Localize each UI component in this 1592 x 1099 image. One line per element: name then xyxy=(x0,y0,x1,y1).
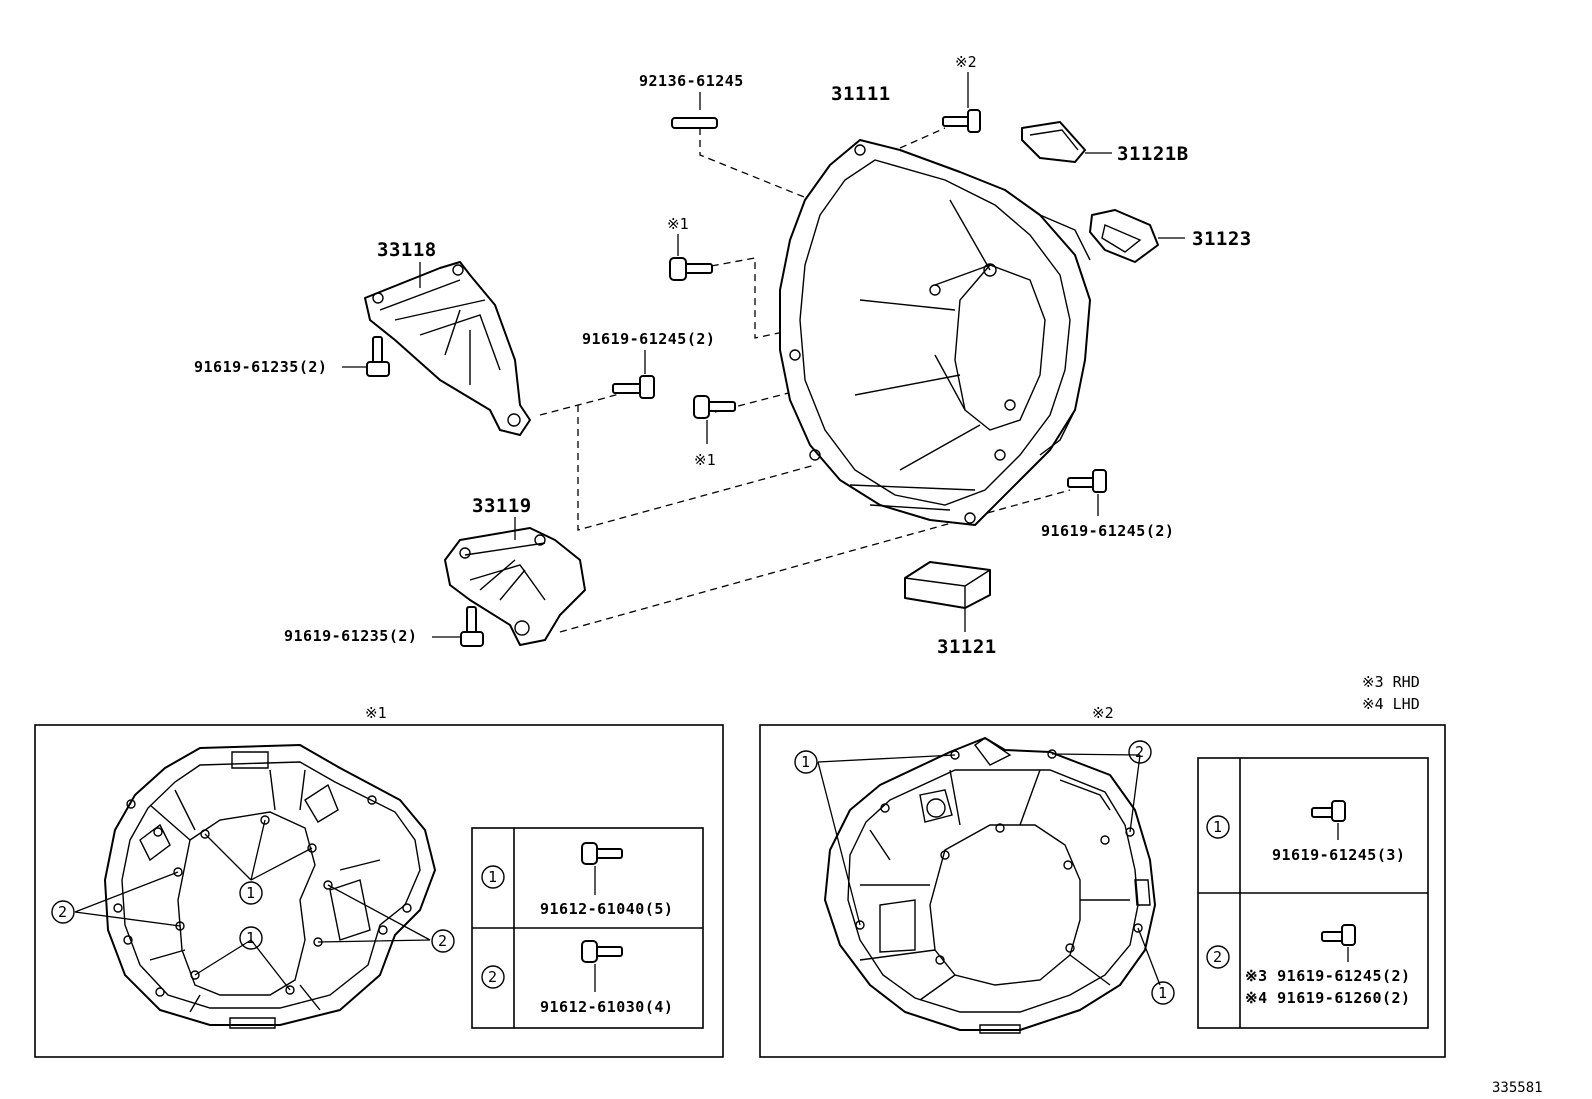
detail2-callout-2a-text: 2 xyxy=(1135,743,1144,761)
plug-31121 xyxy=(904,561,991,632)
detail1-callout-2a-text: 2 xyxy=(58,903,67,921)
detail2-callouts: 1 2 1 xyxy=(794,740,1175,1005)
detail2-frame xyxy=(759,724,1446,1058)
detail1-row2-bolt-icon xyxy=(581,940,623,992)
label-mark2: ※2 xyxy=(955,53,977,71)
detail2-row1-key: 1 xyxy=(1213,818,1222,836)
detail2-row2-part-a: ※3 91619-61245(2) xyxy=(1245,967,1411,985)
detail2-table: 1 2 91619-61245(3) ※3 91619-61245(2) ※4 … xyxy=(1197,757,1429,1029)
detail2-row2-key: 2 xyxy=(1213,948,1222,966)
detail2-title: ※2 xyxy=(1092,704,1114,722)
bolt-91619-61235-a xyxy=(342,336,390,377)
detail2-row2-part-b: ※4 91619-61260(2) xyxy=(1245,989,1411,1007)
detail2-row2-bolt-icon xyxy=(1321,924,1356,962)
detail1-callout-1b-text: 1 xyxy=(246,929,255,947)
label-91619-61245-right: 91619-61245(2) xyxy=(1041,522,1174,540)
label-91619-61235-a: 91619-61235(2) xyxy=(194,358,327,376)
bolt-mark1-bottom xyxy=(693,395,736,444)
detail2-callout-1a xyxy=(794,750,818,774)
detail1-callout-1b xyxy=(239,926,263,950)
detail1-row1-key: 1 xyxy=(488,868,497,886)
label-mark1-top: ※1 xyxy=(667,215,689,233)
detail2-callout-2a xyxy=(1128,740,1152,764)
detail1-row2-part: 91612-61030(4) xyxy=(540,998,673,1016)
detail1-title: ※1 xyxy=(365,704,387,722)
bolt-92136-61245 xyxy=(671,92,718,129)
detail1-row2-key: 2 xyxy=(488,968,497,986)
label-31111: 31111 xyxy=(831,83,891,105)
label-33119: 33119 xyxy=(472,495,532,517)
label-92136-61245: 92136-61245 xyxy=(639,72,744,90)
legend-lhd: ※4 LHD xyxy=(1362,695,1420,713)
bolt-mark1-top xyxy=(669,234,713,281)
detail1-row1-bolt-icon xyxy=(581,842,623,895)
detail2-row1-part: 91619-61245(3) xyxy=(1272,846,1405,864)
detail2-callout-1b xyxy=(1151,981,1175,1005)
bolt-91619-61235-b xyxy=(432,606,484,647)
detail1-housing-view xyxy=(104,744,436,1029)
detail1-callouts: 1 1 2 2 xyxy=(51,819,455,991)
label-31121: 31121 xyxy=(937,636,997,658)
detail1-row1-part: 91612-61040(5) xyxy=(540,900,673,918)
detail1-callout-1a xyxy=(239,881,263,905)
label-31123: 31123 xyxy=(1192,228,1252,250)
label-mark1-bottom: ※1 xyxy=(694,451,716,469)
bracket-33118 xyxy=(364,261,531,436)
detail1-table: 1 2 91612-61040(5) 91612-61030(4) xyxy=(471,827,704,1029)
bolt-91619-61245-left xyxy=(612,350,655,399)
label-33118: 33118 xyxy=(377,239,437,261)
cover-31121B xyxy=(1021,121,1112,163)
boot-31123 xyxy=(1089,209,1185,263)
detail2-callout-1a-text: 1 xyxy=(801,753,810,771)
detail2-callout-1b-text: 1 xyxy=(1158,984,1167,1002)
detail1-frame xyxy=(34,724,724,1058)
legend-rhd: ※3 RHD xyxy=(1362,673,1420,691)
label-31121B: 31121B xyxy=(1117,143,1189,165)
detail2-row1-bolt-icon xyxy=(1311,800,1346,840)
bolt-91619-61245-right xyxy=(1067,469,1107,516)
label-91619-61235-b: 91619-61235(2) xyxy=(284,627,417,645)
housing-31111 xyxy=(779,139,1091,526)
detail1-callout-2a xyxy=(51,900,75,924)
detail1-callout-2b-text: 2 xyxy=(438,932,447,950)
bracket-33119 xyxy=(444,517,586,646)
label-91619-61245-left: 91619-61245(2) xyxy=(582,330,715,348)
figure-number: 335581 xyxy=(1492,1080,1543,1096)
detail1-callout-2b xyxy=(431,929,455,953)
detail1-callout-1a-text: 1 xyxy=(246,884,255,902)
detail2-housing-view xyxy=(824,737,1156,1034)
bolt-mark2 xyxy=(942,72,981,133)
